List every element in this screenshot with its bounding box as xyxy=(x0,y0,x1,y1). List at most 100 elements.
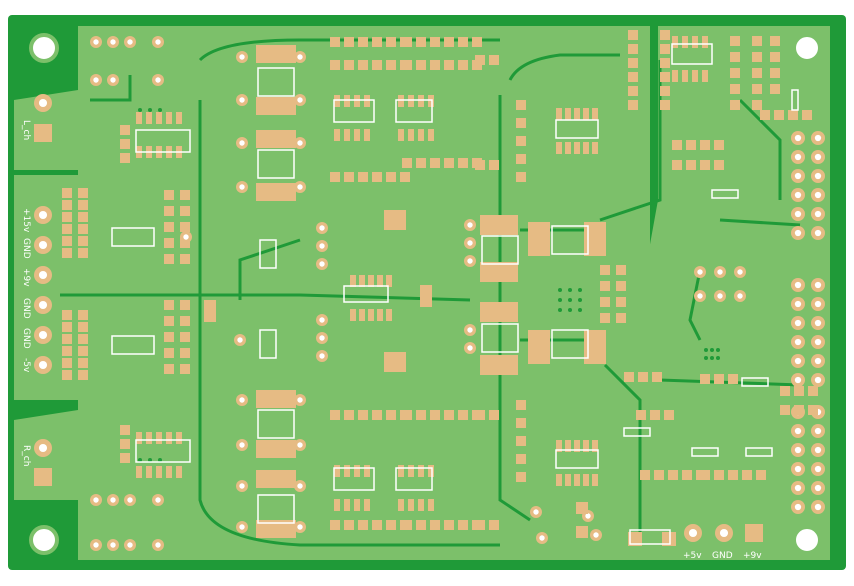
smd-pad xyxy=(752,52,762,62)
drill-hole xyxy=(539,535,545,541)
smd-pad xyxy=(120,139,130,149)
smd-pad xyxy=(730,100,740,110)
smd-pad xyxy=(334,499,340,511)
smd-pad xyxy=(398,95,404,107)
drill-hole xyxy=(814,281,822,289)
smd-pad xyxy=(556,108,562,120)
smd-pad xyxy=(444,410,454,420)
large-smd-pad xyxy=(256,390,296,408)
drill-hole xyxy=(297,524,303,530)
drill-hole xyxy=(794,172,802,180)
large-smd-pad xyxy=(256,520,296,538)
smd-pad xyxy=(78,346,88,356)
smd-pad xyxy=(752,100,762,110)
smd-pad xyxy=(475,160,485,170)
smd-pad xyxy=(330,37,340,47)
via xyxy=(148,108,152,112)
smd-pad xyxy=(730,84,740,94)
smd-pad xyxy=(164,300,174,310)
drill-hole xyxy=(814,319,822,327)
smd-pad xyxy=(752,36,762,46)
via xyxy=(568,298,572,302)
via xyxy=(710,348,714,352)
label-power-gnd-2: GND xyxy=(21,298,31,319)
drill-hole xyxy=(239,97,245,103)
drill-hole xyxy=(237,337,243,343)
smd-pad xyxy=(120,439,130,449)
smd-pad xyxy=(402,410,412,420)
smd-pad xyxy=(714,374,724,384)
drill-hole xyxy=(239,483,245,489)
drill-hole xyxy=(794,357,802,365)
smd-pad xyxy=(430,158,440,168)
large-smd-pad xyxy=(384,210,406,230)
smd-pad xyxy=(372,37,382,47)
smd-pad xyxy=(358,172,368,182)
drill-hole xyxy=(155,497,161,503)
large-smd-pad xyxy=(584,222,606,256)
smd-pad xyxy=(334,95,340,107)
smd-pad xyxy=(652,372,662,382)
smd-pad xyxy=(444,520,454,530)
smd-pad xyxy=(583,474,589,486)
smd-pad xyxy=(616,297,626,307)
drill-hole xyxy=(794,427,802,435)
smd-pad xyxy=(176,466,182,478)
drill-hole xyxy=(38,360,48,370)
smd-pad xyxy=(660,58,670,68)
drill-hole xyxy=(814,376,822,384)
drill-hole xyxy=(814,153,822,161)
smd-pad xyxy=(428,465,434,477)
drill-hole xyxy=(814,172,822,180)
smd-pad xyxy=(344,95,350,107)
smd-pad xyxy=(430,37,440,47)
label-bottom-9v: +9v xyxy=(743,551,762,561)
drill-hole xyxy=(794,134,802,142)
smd-pad xyxy=(156,112,162,124)
smd-pad xyxy=(780,405,790,415)
smd-pad xyxy=(565,474,571,486)
smd-pad xyxy=(62,370,72,380)
smd-pad xyxy=(592,142,598,154)
drill-hole xyxy=(297,97,303,103)
smd-pad xyxy=(180,364,190,374)
smd-pad xyxy=(418,129,424,141)
smd-pad xyxy=(358,410,368,420)
smd-pad xyxy=(78,200,88,210)
connector-pad-square xyxy=(745,524,763,542)
smd-pad xyxy=(377,309,383,321)
smd-pad xyxy=(402,520,412,530)
drill-hole xyxy=(719,528,729,538)
label-power-gnd-1: GND xyxy=(21,238,31,259)
smd-pad xyxy=(204,300,216,322)
via xyxy=(568,288,572,292)
smd-pad xyxy=(760,110,770,120)
drill-hole xyxy=(688,528,698,538)
smd-pad xyxy=(344,172,354,182)
drill-hole xyxy=(127,39,133,45)
smd-pad xyxy=(516,400,526,410)
smd-pad xyxy=(770,68,780,78)
smd-pad xyxy=(616,313,626,323)
smd-pad xyxy=(62,200,72,210)
drill-hole xyxy=(794,465,802,473)
via xyxy=(568,308,572,312)
smd-pad xyxy=(702,36,708,48)
smd-pad xyxy=(458,37,468,47)
smd-pad xyxy=(180,332,190,342)
smd-pad xyxy=(458,520,468,530)
smd-pad xyxy=(372,520,382,530)
smd-pad xyxy=(516,154,526,164)
drill-hole xyxy=(297,140,303,146)
label-bottom-gnd: GND xyxy=(712,551,733,561)
smd-pad xyxy=(444,60,454,70)
via xyxy=(578,288,582,292)
smd-pad xyxy=(516,454,526,464)
smd-pad xyxy=(516,436,526,446)
smd-pad xyxy=(592,440,598,452)
via xyxy=(716,356,720,360)
drill-hole xyxy=(737,269,743,275)
smd-pad xyxy=(418,465,424,477)
drill-hole xyxy=(814,300,822,308)
smd-pad xyxy=(808,405,818,415)
